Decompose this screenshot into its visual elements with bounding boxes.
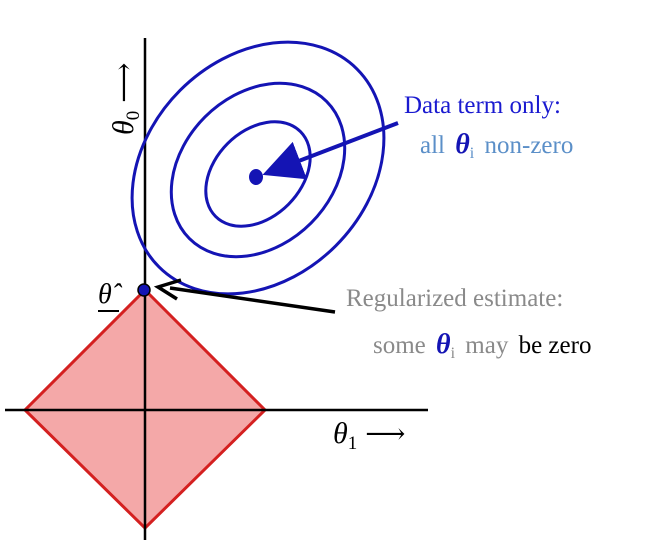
data-term-prefix: all — [420, 132, 445, 159]
regularized-suffix: be zero — [519, 332, 592, 359]
regularized-arrow-shaft — [169, 286, 336, 314]
regularized-subscript: i — [451, 345, 456, 362]
data-term-subscript: i — [470, 145, 475, 162]
x-axis-var: θ — [333, 417, 348, 450]
data-term-arrow — [262, 121, 399, 180]
svg-text:θ0⟶: θ0 ⟶ — [107, 63, 144, 135]
y-axis-arrow: ⟶ — [109, 63, 140, 103]
contour-outer — [130, 40, 386, 296]
data-term-symbol: θ — [455, 129, 470, 160]
regularized-prefix: some — [373, 332, 426, 359]
x-axis-label: θ1 ⟶ — [333, 417, 405, 454]
data-term-label-line2: all θi non-zero — [420, 129, 573, 164]
regularized-arrowhead — [153, 278, 182, 301]
data-term-label-line1: Data term only: — [404, 92, 561, 119]
data-term-suffix: non-zero — [485, 132, 574, 159]
regularized-mid: may — [465, 332, 509, 359]
regularized-label-line1: Regularized estimate: — [346, 285, 563, 312]
regularized-symbol: θ — [436, 329, 451, 360]
regularized-label-line2: some θi may be zero — [373, 329, 591, 364]
y-axis-sub: 0 — [123, 111, 144, 121]
data-term-contours — [130, 40, 386, 296]
x-axis-arrow: ⟶ — [365, 419, 405, 450]
data-term-minimum-point — [249, 169, 263, 185]
regularized-estimate-point — [137, 283, 151, 297]
y-axis-label: θ0 ⟶ — [107, 63, 144, 135]
x-axis-sub: 1 — [348, 433, 358, 454]
contour-inner — [204, 120, 312, 228]
theta-hat-label: θ̂ — [98, 279, 123, 310]
y-axis-var: θ — [107, 120, 140, 135]
contour-middle — [169, 81, 347, 259]
